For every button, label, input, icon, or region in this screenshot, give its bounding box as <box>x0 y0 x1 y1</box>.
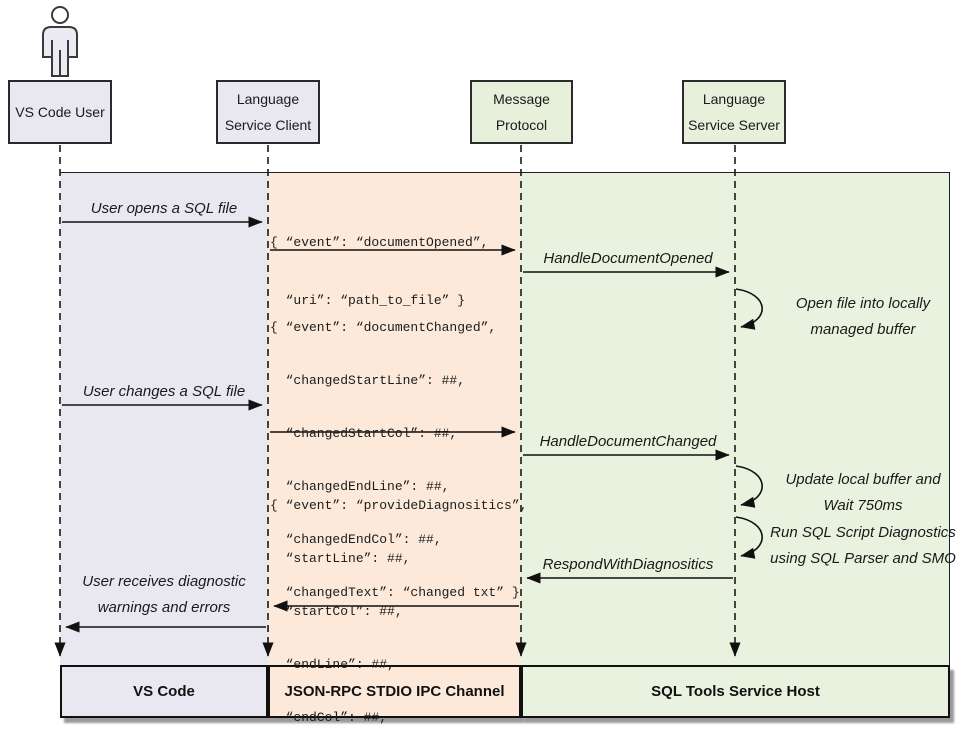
actor-box-vscode-user: VS Code User <box>8 80 112 144</box>
json-line: “startCol”: ##, <box>270 604 403 619</box>
note-update-buffer: Update local buffer and Wait 750ms <box>768 467 958 519</box>
json-line: { “event”: “documentChanged”, <box>270 320 497 335</box>
note-line2: managed buffer <box>810 321 916 338</box>
note-line1: Open file into locally <box>795 295 931 312</box>
label-line1: User receives diagnostic <box>82 573 246 590</box>
json-line: “changedStartCol”: ##, <box>270 426 458 441</box>
footer-label: VS Code <box>133 683 195 700</box>
actor-label: VS Code User <box>15 104 105 120</box>
json-line: “endCol”: ##, <box>270 710 388 725</box>
footer-box-vscode: VS Code <box>60 665 268 718</box>
self-loop-update-buffer <box>735 465 763 508</box>
actor-label-line1: Message <box>493 91 550 107</box>
note-open-buffer: Open file into locally managed buffer <box>768 291 958 343</box>
actor-label-line2: Protocol <box>495 117 548 133</box>
json-document-opened: { “event”: “documentOpened”, “uri”: “pat… <box>270 199 488 345</box>
self-loop-run-diagnostics <box>735 516 763 559</box>
label-line2: warnings and errors <box>97 599 231 616</box>
label-handle-document-opened: HandleDocumentOpened <box>543 250 713 267</box>
lane-vscode <box>60 173 268 665</box>
json-line: “startLine”: ##, <box>270 551 411 566</box>
json-document-changed: { “event”: “documentChanged”, “changedSt… <box>270 286 520 634</box>
note-line1: Update local buffer and <box>785 471 941 488</box>
label-handle-document-changed: HandleDocumentChanged <box>539 433 717 450</box>
actor-box-message-protocol: Message Protocol <box>470 80 573 144</box>
json-line: “changedEndLine”: ##, <box>270 479 450 494</box>
note-line2: using SQL Parser and SMO <box>770 550 956 567</box>
label-user-receives: User receives diagnostic warnings and er… <box>60 569 268 621</box>
footer-label: SQL Tools Service Host <box>651 683 820 700</box>
self-loop-open-buffer <box>735 288 763 330</box>
label-user-opens: User opens a SQL file <box>90 200 238 217</box>
lane-ipc-channel <box>267 173 521 665</box>
note-line1: Run SQL Script Diagnostics <box>770 524 956 541</box>
json-line: “changedText”: “changed txt” } <box>270 585 520 600</box>
note-line2: Wait 750ms <box>823 497 903 514</box>
footer-box-ipc-channel: JSON-RPC STDIO IPC Channel <box>268 665 521 718</box>
actor-label-line2: Service Client <box>224 117 312 133</box>
json-line: “changedStartLine”: ##, <box>270 373 466 388</box>
actor-box-language-service-server: Language Service Server <box>682 80 786 144</box>
footer-label: JSON-RPC STDIO IPC Channel <box>284 683 505 700</box>
actor-label-line2: Service Server <box>688 117 780 133</box>
note-run-diagnostics: Run SQL Script Diagnostics using SQL Par… <box>763 520 962 572</box>
json-line: “endLine”: ##, <box>270 657 395 672</box>
actor-label-line1: Language <box>236 91 300 107</box>
person-icon <box>42 6 78 77</box>
json-provide-diagnostics: { “event”: “provideDiagnositics”, “start… <box>270 464 527 732</box>
actor-label-line1: Language <box>702 91 766 107</box>
label-user-changes: User changes a SQL file <box>82 383 246 400</box>
json-line: { “event”: “provideDiagnositics”, <box>270 498 528 513</box>
json-line: { “event”: “documentOpened”, <box>270 235 489 250</box>
actor-box-language-service-client: Language Service Client <box>216 80 320 144</box>
footer-box-service-host: SQL Tools Service Host <box>521 665 950 718</box>
label-respond-with-diagnostics: RespondWithDiagnositics <box>542 556 714 573</box>
json-line: “changedEndCol”: ##, <box>270 532 442 547</box>
json-line: “uri”: “path_to_file” } <box>270 293 466 308</box>
